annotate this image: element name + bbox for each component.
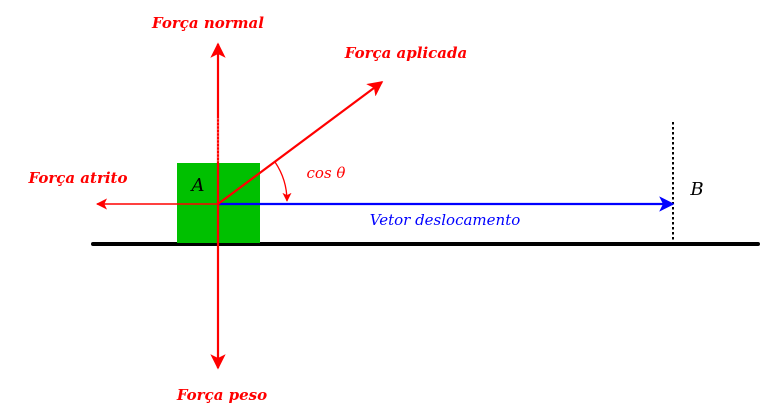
friction-force-label: Força atrito — [28, 169, 128, 187]
point-b-label: B — [689, 179, 703, 200]
point-a-label: A — [190, 175, 205, 196]
angle-arc — [274, 161, 292, 202]
angle-label: cos θ — [307, 164, 346, 182]
applied-force-label: Força aplicada — [344, 44, 467, 62]
displacement-label: Vetor deslocamento — [370, 211, 521, 229]
applied-force-arrow — [217, 81, 384, 205]
normal-force-label: Força normal — [151, 14, 264, 32]
weight-force-label: Força peso — [176, 386, 267, 404]
